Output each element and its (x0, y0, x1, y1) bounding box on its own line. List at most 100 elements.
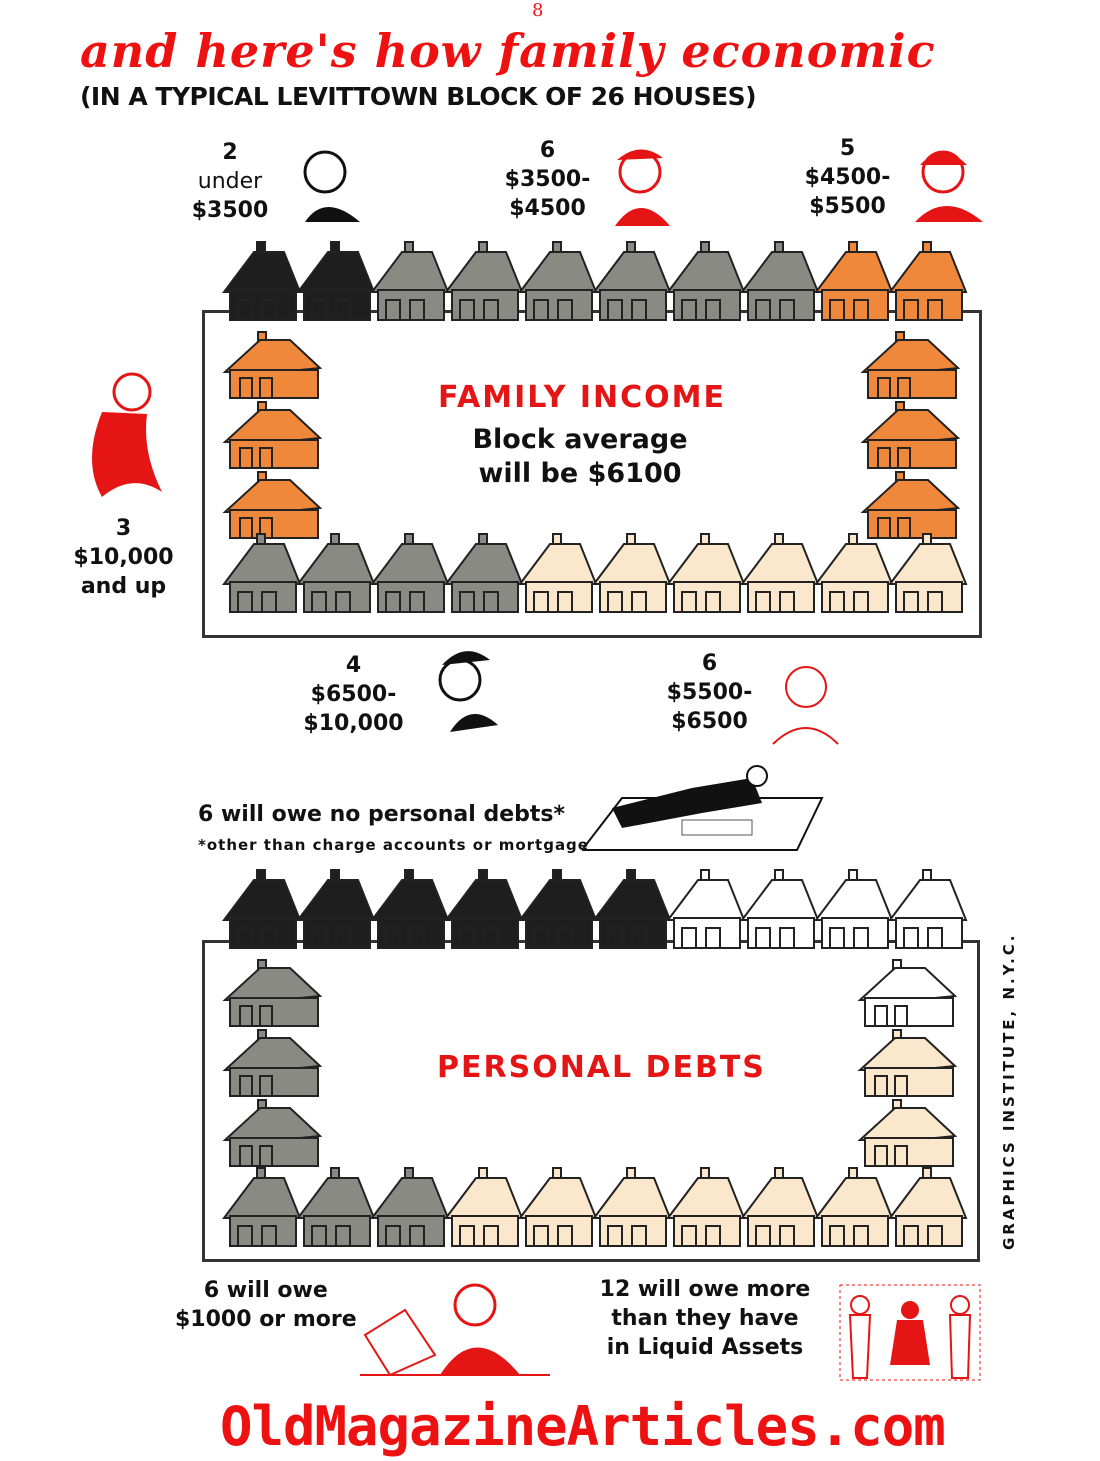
house-icon (888, 1167, 968, 1247)
average-line: Block average (472, 424, 688, 455)
group-label: $10,000 (303, 711, 404, 736)
house-icon (518, 241, 598, 321)
group-label: $3500 (191, 198, 269, 223)
group-count: 6 (701, 651, 718, 676)
house-icon (444, 869, 524, 949)
house-icon (444, 533, 524, 613)
house-icon (518, 869, 598, 949)
house-icon (888, 241, 968, 321)
average-line: will be $6100 (478, 458, 682, 489)
house-icon (888, 533, 968, 613)
house-icon (222, 959, 323, 1027)
house-icon (370, 1167, 450, 1247)
house-icon (296, 533, 376, 613)
group-count: 3 (115, 516, 132, 541)
subtitle: (IN A TYPICAL LEVITTOWN BLOCK OF 26 HOUS… (80, 82, 757, 111)
house-icon (666, 533, 746, 613)
house-icon (888, 869, 968, 949)
house-icon (444, 241, 524, 321)
house-icon (222, 533, 302, 613)
income-group-6500-10000: 4 $6500- $10,000 (296, 651, 411, 738)
income-group-10000-up: 3 $10,000 and up (66, 514, 181, 601)
income-heading: FAMILY INCOME (438, 380, 727, 415)
wealthy-woman-illustration (92, 372, 162, 497)
house-icon (222, 869, 302, 949)
house-icon (296, 1167, 376, 1247)
house-icon (370, 241, 450, 321)
house-icon (222, 471, 323, 539)
footnote: *other than charge accounts or mortgage (198, 836, 589, 854)
family-shopping-illustration (839, 1284, 981, 1381)
group-label: $6500 (671, 709, 748, 734)
house-icon (857, 1099, 958, 1167)
page-number: 8 (532, 0, 544, 21)
house-icon (222, 1099, 323, 1167)
group-count: 6 (539, 138, 556, 163)
house-icon (518, 1167, 598, 1247)
house-icon (370, 869, 450, 949)
owe-1000-label: 6 will owe $1000 or more (175, 1276, 357, 1334)
income-average: Block average will be $6100 (440, 423, 720, 491)
income-group-3500-4500: 6 $3500- $4500 (500, 136, 595, 223)
group-label: $4500- (804, 165, 891, 190)
group-label: $5500 (809, 194, 886, 219)
house-icon (860, 401, 961, 469)
house-icon (740, 1167, 820, 1247)
income-group-4500-5500: 5 $4500- $5500 (800, 134, 895, 221)
group-label: $4500 (509, 196, 586, 221)
house-icon (814, 869, 894, 949)
label-line: 6 will owe (203, 1278, 328, 1303)
house-icon (592, 241, 672, 321)
house-icon (222, 401, 323, 469)
group-count: 2 (222, 140, 238, 165)
label-line: $1000 or more (175, 1307, 357, 1332)
watermark: OldMagazineArticles.com (220, 1395, 946, 1458)
woman-red-illustration (915, 150, 983, 222)
group-label: $3500- (504, 167, 591, 192)
group-label: $6500- (310, 682, 397, 707)
house-icon (814, 1167, 894, 1247)
house-icon (666, 1167, 746, 1247)
house-icon (814, 241, 894, 321)
label-line: 12 will owe more (599, 1277, 811, 1302)
house-icon (222, 1167, 302, 1247)
house-icon (222, 1029, 323, 1097)
group-label: and up (80, 574, 167, 599)
house-icon (740, 533, 820, 613)
house-icon (370, 533, 450, 613)
credit-line: GRAPHICS INSTITUTE, N.Y.C. (1000, 932, 1018, 1250)
house-icon (860, 471, 961, 539)
label-line: in Liquid Assets (606, 1335, 804, 1360)
house-icon (860, 331, 961, 399)
group-label: $10,000 (73, 545, 174, 570)
woman-chin-illustration (772, 666, 839, 745)
house-icon (222, 241, 302, 321)
no-debt-label: 6 will owe no personal debts* (198, 802, 565, 827)
man-with-bills-illustration (360, 1283, 550, 1377)
income-group-under-3500: 2 under $3500 (190, 138, 270, 225)
group-label: $5500- (666, 680, 753, 705)
man-thinking-illustration (615, 149, 670, 226)
house-icon (666, 869, 746, 949)
house-icon (666, 241, 746, 321)
group-count: 4 (345, 653, 362, 678)
house-icon (518, 533, 598, 613)
house-icon (592, 1167, 672, 1247)
group-label: under (197, 169, 263, 194)
house-icon (740, 869, 820, 949)
house-icon (857, 1029, 958, 1097)
income-group-5500-6500: 6 $5500- $6500 (662, 649, 757, 736)
woman-thinking-illustration (303, 150, 360, 222)
man-relaxing-illustration (582, 765, 824, 851)
house-icon (857, 959, 958, 1027)
owe-more-label: 12 will owe more than they have in Liqui… (590, 1275, 820, 1362)
house-icon (444, 1167, 524, 1247)
house-icon (740, 241, 820, 321)
page-title: and here's how family economic (80, 24, 936, 78)
debts-heading: PERSONAL DEBTS (437, 1050, 766, 1085)
house-icon (592, 869, 672, 949)
house-icon (592, 533, 672, 613)
man-chin-illustration (438, 651, 498, 732)
house-icon (814, 533, 894, 613)
house-icon (296, 241, 376, 321)
